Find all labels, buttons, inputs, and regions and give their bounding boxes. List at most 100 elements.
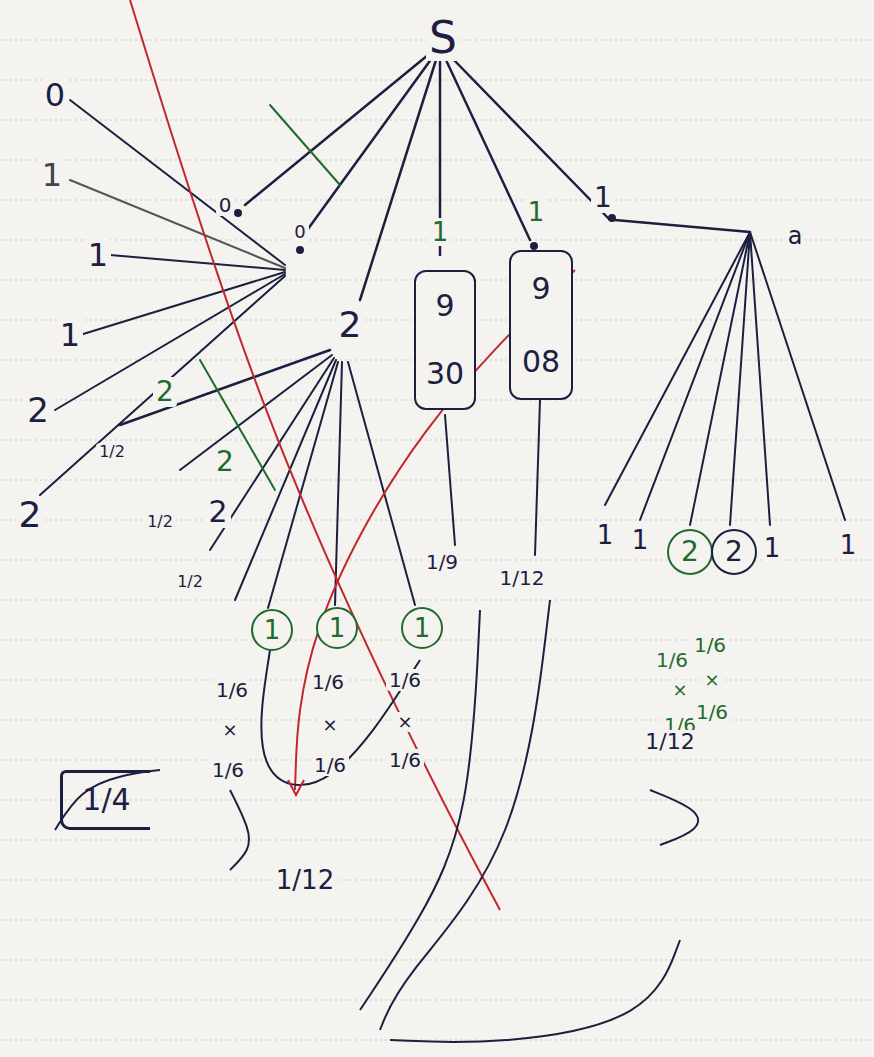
- probability-label: 1/12: [273, 866, 337, 894]
- paper-rule: [0, 80, 874, 81]
- paper-rule: [0, 840, 874, 841]
- outcome-label: ×: [394, 712, 415, 732]
- paper-rule: [0, 760, 874, 761]
- branch-line: [200, 360, 275, 490]
- outcome-label: 1: [591, 183, 615, 213]
- branch-line: [270, 105, 340, 185]
- outcome-label: 2: [16, 496, 45, 534]
- circled-number: 2: [711, 529, 757, 575]
- bracket-curve: [360, 610, 480, 1010]
- outcome-label: 0: [42, 78, 68, 112]
- tree-branches: [40, 0, 845, 1042]
- outcome-label: S: [426, 15, 460, 61]
- branch-line: [535, 400, 540, 555]
- outcome-label: 2: [153, 377, 177, 407]
- answer-bracket: 1/4: [60, 770, 150, 830]
- paper-rule: [0, 480, 874, 481]
- branch-line: [55, 274, 285, 410]
- circled-number: 2: [667, 529, 713, 575]
- paper-rule: [0, 160, 874, 161]
- outcome-label: 1: [39, 158, 65, 192]
- branch-dot: [234, 209, 242, 217]
- probability-label: 1/2: [144, 513, 176, 531]
- probability-label: 1/6: [653, 649, 691, 671]
- bracket-curve: [650, 790, 698, 845]
- branch-line: [110, 255, 285, 270]
- probability-label: 1/6: [691, 634, 729, 656]
- node-text: 9: [435, 291, 454, 321]
- branch-line: [446, 60, 530, 240]
- node-text: 30: [426, 359, 464, 389]
- paper-rule: [0, 800, 874, 801]
- outcome-label: 2: [336, 306, 365, 344]
- outcome-label: 2: [213, 447, 237, 477]
- outcome-label: ×: [219, 720, 240, 740]
- outcome-label: ×: [669, 680, 690, 700]
- node-text: 08: [522, 347, 560, 377]
- probability-label: 1/6: [209, 759, 247, 781]
- outcome-label: 2: [205, 496, 230, 528]
- outcome-label: 1: [85, 238, 111, 272]
- outcome-label: 1: [57, 318, 83, 352]
- paper-rule: [0, 720, 874, 721]
- branch-line: [605, 232, 750, 505]
- outcome-label: 0: [291, 222, 308, 242]
- probability-label: 1/6: [309, 671, 347, 693]
- probability-label: 1/12: [497, 567, 548, 589]
- bracket-curve: [390, 940, 680, 1042]
- branch-line: [452, 58, 610, 220]
- bracket-curve: [380, 600, 550, 1030]
- branch-line: [180, 355, 332, 470]
- paper-rule: [0, 1040, 874, 1041]
- outcome-box: 9 30: [414, 270, 476, 410]
- paper-rule: [0, 120, 874, 121]
- probability-label: 1/6: [311, 754, 349, 776]
- paper-rule: [0, 1000, 874, 1001]
- outcome-label: 1: [594, 521, 617, 549]
- outcome-label: 1: [761, 534, 784, 562]
- paper-rule: [0, 200, 874, 201]
- probability-label: 1/12: [642, 730, 697, 754]
- circled-number: 1: [401, 607, 443, 649]
- branch-line: [335, 362, 342, 605]
- paper-rule: [0, 880, 874, 881]
- outcome-label: ×: [319, 715, 340, 735]
- branch-line: [348, 362, 415, 605]
- bracket-curve: [295, 270, 575, 790]
- circled-number: 1: [251, 609, 293, 651]
- paper-rule: [0, 440, 874, 441]
- node-text: 1: [329, 615, 346, 641]
- paper-rule: [0, 960, 874, 961]
- branch-line: [445, 415, 455, 545]
- branch-line: [730, 232, 750, 525]
- node-text: 1: [414, 615, 431, 641]
- branch-line: [235, 360, 336, 600]
- node-text: 1: [264, 617, 281, 643]
- node-text: 2: [725, 538, 743, 566]
- node-text: 2: [681, 538, 699, 566]
- probability-label: 1/9: [423, 551, 461, 573]
- branch-line: [300, 58, 432, 240]
- bracket-curve: [55, 770, 160, 830]
- branch-line: [245, 55, 428, 205]
- branch-dot: [530, 242, 538, 250]
- branch-dot: [296, 246, 304, 254]
- paper-rule: [0, 680, 874, 681]
- outcome-label: ×: [701, 670, 722, 690]
- probability-label: 1/6: [693, 701, 731, 723]
- node-text: 9: [531, 274, 550, 304]
- branch-line: [615, 220, 750, 232]
- outcome-label: 0: [216, 194, 235, 216]
- probability-label: 1/2: [96, 443, 128, 461]
- paper-rule: [0, 520, 874, 521]
- probability-label: 1/6: [213, 679, 251, 701]
- outcome-label: 1: [837, 531, 860, 559]
- circled-number: 1: [316, 607, 358, 649]
- outcome-box: 9 08: [509, 250, 573, 400]
- branch-line: [690, 232, 750, 525]
- bracket-curve: [130, 0, 500, 910]
- branch-line: [750, 232, 770, 525]
- probability-label: 1/6: [386, 749, 424, 771]
